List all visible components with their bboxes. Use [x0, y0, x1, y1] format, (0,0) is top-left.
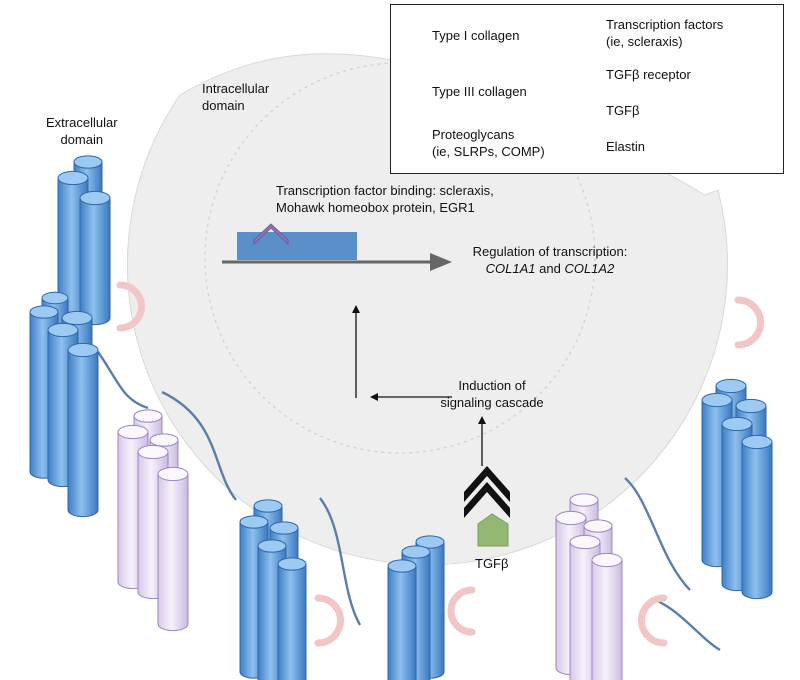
legend-tgfb-receptor-label: TGFβ receptor — [606, 67, 691, 82]
transcription-factor-binding-label: Transcription factor binding: scleraxis,… — [276, 183, 494, 215]
proteoglycan-arc — [447, 586, 476, 636]
type3-collagen-fibril — [591, 552, 623, 680]
intracellular-domain-label: Intracellular domain — [202, 81, 270, 113]
regulation-title: Regulation of transcription: — [472, 244, 628, 259]
gene-box — [237, 232, 357, 260]
proteoglycans — [116, 281, 764, 647]
cell-body — [126, 53, 728, 566]
type1-collagen-fibril — [67, 342, 99, 518]
induction-of-signaling-cascade-label: Induction of signaling cascade — [440, 378, 544, 410]
collagen-bundles — [29, 155, 773, 680]
legend-proteoglycans-label: Proteoglycans (ie, SLRPs, COMP) — [432, 127, 545, 159]
gene-col1a2: COL1A2 — [564, 261, 615, 276]
elastin-fiber — [161, 390, 237, 501]
tgfb-ligand-label: TGFβ — [475, 556, 509, 571]
type1-collagen-fibril — [741, 434, 773, 600]
type3-collagen-fibril — [157, 466, 189, 632]
legend-elastin-label: Elastin — [606, 139, 646, 154]
legend-type3-collagen-label: Type III collagen — [432, 84, 527, 99]
type1-collagen-fibril — [277, 557, 307, 680]
proteoglycan-arc — [116, 281, 145, 332]
elastin-fiber — [654, 598, 721, 652]
tgfb-ligand-shape — [477, 513, 509, 547]
type1-collagen-fibril — [387, 559, 417, 680]
elastin-fiber — [97, 351, 149, 410]
gene-and: and — [535, 261, 565, 276]
tgfb-receptor-shape — [464, 466, 510, 518]
gene-col1a1: COL1A1 — [485, 261, 536, 276]
legend-type1-collagen-label: Type I collagen — [432, 28, 520, 43]
elastin-fibers — [97, 351, 721, 652]
legend-tgfb-label: TGFβ — [606, 103, 640, 118]
regulation-of-transcription-label: Regulation of transcription: COL1A1 and … — [450, 243, 650, 277]
extracellular-domain-label: Extracellular domain — [46, 115, 118, 147]
elastin-fiber — [624, 477, 691, 591]
elastin-fiber — [319, 497, 362, 626]
legend-transcription-factors-label: Transcription factors (ie, scleraxis) — [606, 17, 724, 49]
dna-arrowhead — [430, 253, 452, 271]
proteoglycan-arc — [734, 296, 764, 349]
transcription-factor-shape — [253, 223, 289, 246]
type1-collagen-fibril — [79, 190, 111, 326]
proteoglycan-arc — [314, 594, 344, 647]
proteoglycan-arc — [638, 594, 668, 647]
legend — [390, 4, 784, 174]
